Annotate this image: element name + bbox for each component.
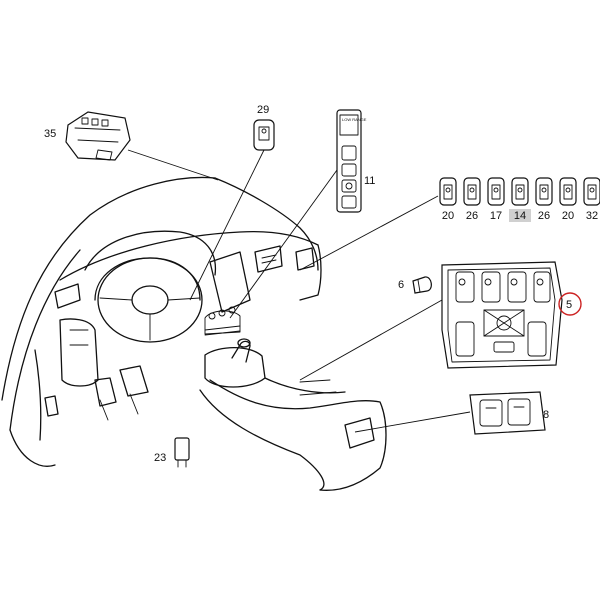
switch-row: 20 26 17 14 26 20 32 [439, 177, 600, 222]
switch-17-2: 17 [487, 177, 505, 222]
callout-6: 6 [398, 279, 404, 291]
switch-20-0: 20 [439, 177, 457, 222]
switch-26-1: 26 [463, 177, 481, 222]
switch-label: 17 [490, 210, 502, 222]
part-23-relay [174, 437, 190, 468]
switch-20-5: 20 [559, 177, 577, 222]
dashboard-outline [1, 176, 387, 491]
highlight-box [509, 209, 531, 222]
switch-14-3: 14 [509, 177, 531, 222]
switch-label: 20 [442, 210, 454, 222]
callout-29: 29 [257, 104, 269, 116]
part-29-switch [189, 119, 275, 301]
switch-label: 32 [586, 210, 598, 222]
switch-label: 26 [466, 210, 478, 222]
part-8-window-switch [354, 391, 546, 435]
switch-label: 20 [562, 210, 574, 222]
callout-8: 8 [543, 409, 549, 421]
switch-32-6: 32 [583, 177, 600, 222]
switch-label: 14 [514, 210, 526, 222]
selection-circle [558, 292, 582, 316]
switch-row-leader [299, 195, 439, 271]
low-range-text: LOW RANGE [342, 117, 367, 122]
callout-35: 35 [44, 128, 56, 140]
part-5-switch-panel [299, 261, 563, 381]
callout-11: 11 [364, 175, 375, 187]
switch-label: 26 [538, 210, 550, 222]
callout-23: 23 [154, 452, 166, 464]
switch-26-4: 26 [535, 177, 553, 222]
part-6-bulb [412, 276, 432, 294]
part-35-module [65, 111, 219, 181]
part-11-switch-strip: LOW RANGE [229, 109, 367, 319]
callout-5: 5 [566, 299, 572, 311]
